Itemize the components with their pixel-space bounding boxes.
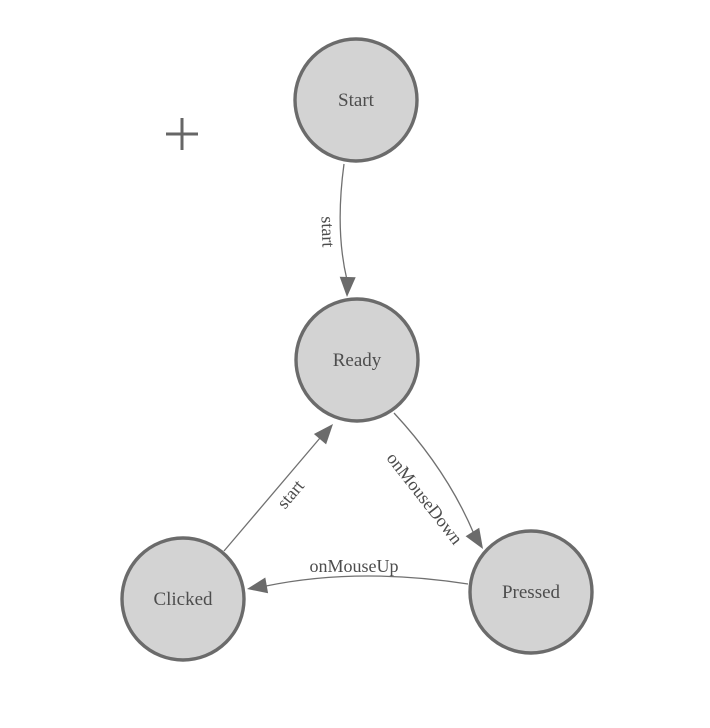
state-node-clicked[interactable]: Clicked [120,536,246,662]
arrowhead-into-ready-top [339,276,356,297]
state-node-ready-circle[interactable] [294,297,420,423]
state-node-start-label: Start [338,90,375,111]
state-node-start-circle[interactable] [293,37,419,163]
edge-label-start-bottom: start [273,476,308,513]
edge-label-start-top: start [317,216,338,248]
edge-label-onmousedown: onMouseDown [383,448,467,548]
state-node-pressed-circle[interactable] [468,529,594,655]
edge-clicked-to-ready-line[interactable] [223,437,321,552]
arrowhead-into-pressed [465,527,483,549]
edge-pressed-to-clicked[interactable]: onMouseUp [247,556,469,594]
state-node-start[interactable]: Start [293,37,419,163]
plus-icon[interactable] [166,118,198,150]
edge-label-onmouseup: onMouseUp [310,556,399,576]
state-node-pressed[interactable]: Pressed [468,529,594,655]
edge-start-to-ready[interactable]: start [317,163,356,297]
edge-clicked-to-ready[interactable]: start [223,424,333,552]
edge-ready-to-pressed[interactable]: onMouseDown [383,412,483,549]
state-node-ready[interactable]: Ready [294,297,420,423]
arrowhead-into-ready-bottom [313,424,333,445]
arrowhead-into-clicked [247,577,269,594]
state-node-ready-label: Ready [333,350,382,371]
state-node-clicked-circle[interactable] [120,536,246,662]
state-node-pressed-label: Pressed [502,582,561,603]
edge-pressed-to-clicked-line[interactable] [265,575,469,587]
edge-start-to-ready-line[interactable] [339,163,348,281]
edge-ready-to-pressed-line[interactable] [393,412,475,535]
state-node-clicked-label: Clicked [153,589,213,610]
